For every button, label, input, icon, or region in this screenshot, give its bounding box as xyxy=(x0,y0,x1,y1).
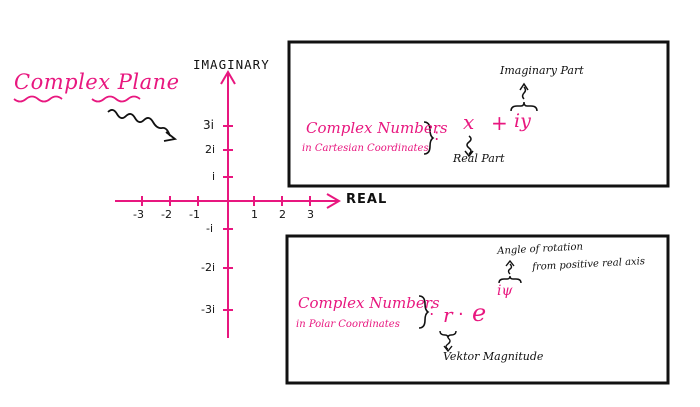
x-tick-label: -1 xyxy=(189,208,200,221)
angle-pointer-head xyxy=(505,259,515,267)
magnitude-pointer-brace xyxy=(439,330,457,339)
polar-heading-line1: Complex Numbers xyxy=(298,294,440,312)
x-tick-label: 3 xyxy=(307,208,314,221)
polar-e-symbol: e xyxy=(472,299,487,327)
x-tick-label: -3 xyxy=(133,208,144,221)
y-tick-label: 2i xyxy=(205,143,216,156)
title-wavy-arrow xyxy=(107,109,171,137)
x-tick-label: -2 xyxy=(161,208,172,221)
x-tick-label: 2 xyxy=(279,208,286,221)
angle-pointer xyxy=(507,263,513,275)
y-tick-label: -3i xyxy=(201,303,216,316)
polar-dot: · xyxy=(458,304,464,325)
polar-box xyxy=(285,234,670,385)
y-tick-marks xyxy=(223,125,233,311)
angle-brace xyxy=(498,275,522,284)
imaginary-part-pointer xyxy=(521,86,527,100)
title-underline-2 xyxy=(91,95,141,103)
real-axis-label: REAL xyxy=(346,192,388,207)
magnitude-pointer xyxy=(445,337,451,350)
polar-r-symbol: r xyxy=(443,303,453,327)
cartesian-colon: : xyxy=(434,125,440,144)
imaginary-axis-arrowhead xyxy=(220,70,236,85)
page-title: Complex Plane xyxy=(14,70,180,94)
cartesian-heading-brace xyxy=(423,121,435,155)
y-tick-label: i xyxy=(212,170,216,183)
real-part-pointer-head xyxy=(464,150,474,158)
imaginary-axis-label: IMAGINARY xyxy=(193,57,270,72)
title-wavy-arrowhead xyxy=(163,131,178,142)
real-part-pointer xyxy=(466,135,472,155)
magnitude-pointer-head xyxy=(443,345,453,353)
polar-heading-line2: in Polar Coordinates xyxy=(296,319,400,330)
magnitude-label: Vektor Magnitude xyxy=(443,350,544,363)
real-axis-arrowhead xyxy=(326,193,341,209)
real-part-label: Real Part xyxy=(453,152,505,165)
imaginary-part-pointer-head xyxy=(519,82,529,91)
y-tick-label: -2i xyxy=(201,261,216,274)
y-tick-label: 3i xyxy=(203,118,214,132)
cartesian-x-symbol: x xyxy=(463,110,475,134)
x-tick-marks xyxy=(141,196,311,206)
cartesian-box xyxy=(287,40,670,188)
polar-colon: : xyxy=(429,300,435,319)
x-tick-label: 1 xyxy=(251,208,258,221)
title-underline-1 xyxy=(13,95,63,103)
imaginary-part-label: Imaginary Part xyxy=(500,64,584,77)
imaginary-part-brace xyxy=(510,101,538,112)
polar-exponent: iψ xyxy=(497,283,513,299)
cartesian-plus: + xyxy=(491,111,508,135)
cartesian-heading-line1: Complex Numbers xyxy=(306,119,448,137)
cartesian-heading-line2: in Cartesian Coordinates xyxy=(302,143,429,154)
polar-heading-brace xyxy=(418,295,430,329)
y-tick-label: -i xyxy=(206,222,214,235)
cartesian-iy-symbol: iy xyxy=(514,110,531,132)
